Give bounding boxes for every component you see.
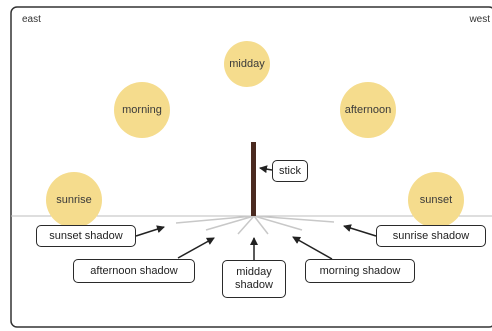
sunset-shadow-label: sunset shadow	[36, 225, 136, 247]
stick-label: stick	[272, 160, 308, 182]
sunrise-shadow-arrow	[343, 224, 377, 237]
sunset-shadow-arrow	[135, 225, 165, 237]
afternoon-shadow-label: afternoon shadow	[73, 259, 195, 283]
sun-afternoon: afternoon	[340, 82, 396, 138]
sun-morning: morning	[114, 82, 170, 138]
diagram-frame	[10, 6, 492, 328]
label-arrows	[135, 165, 377, 260]
midday-shadow-right-line	[253, 215, 269, 235]
sunset-shadow-line	[175, 215, 255, 224]
morning-shadow-label: morning shadow	[305, 259, 415, 283]
shadow-lines	[175, 215, 335, 235]
afternoon-shadow-arrow	[177, 237, 215, 259]
sun-sunset: sunset	[408, 172, 464, 228]
stick-arrow	[259, 165, 273, 174]
sun-sunrise: sunrise	[46, 172, 102, 228]
afternoon-shadow-line	[205, 215, 255, 231]
stick	[251, 142, 256, 216]
sun-midday: midday	[224, 41, 270, 87]
midday-shadow-label: midday shadow	[222, 260, 286, 298]
morning-shadow-arrow	[292, 236, 333, 260]
west-label: west	[469, 14, 490, 25]
sunrise-shadow-line	[253, 215, 335, 223]
sunrise-shadow-label: sunrise shadow	[376, 225, 486, 247]
morning-shadow-line	[253, 215, 303, 231]
east-label: east	[22, 14, 41, 25]
midday-shadow-left-line	[237, 215, 255, 235]
